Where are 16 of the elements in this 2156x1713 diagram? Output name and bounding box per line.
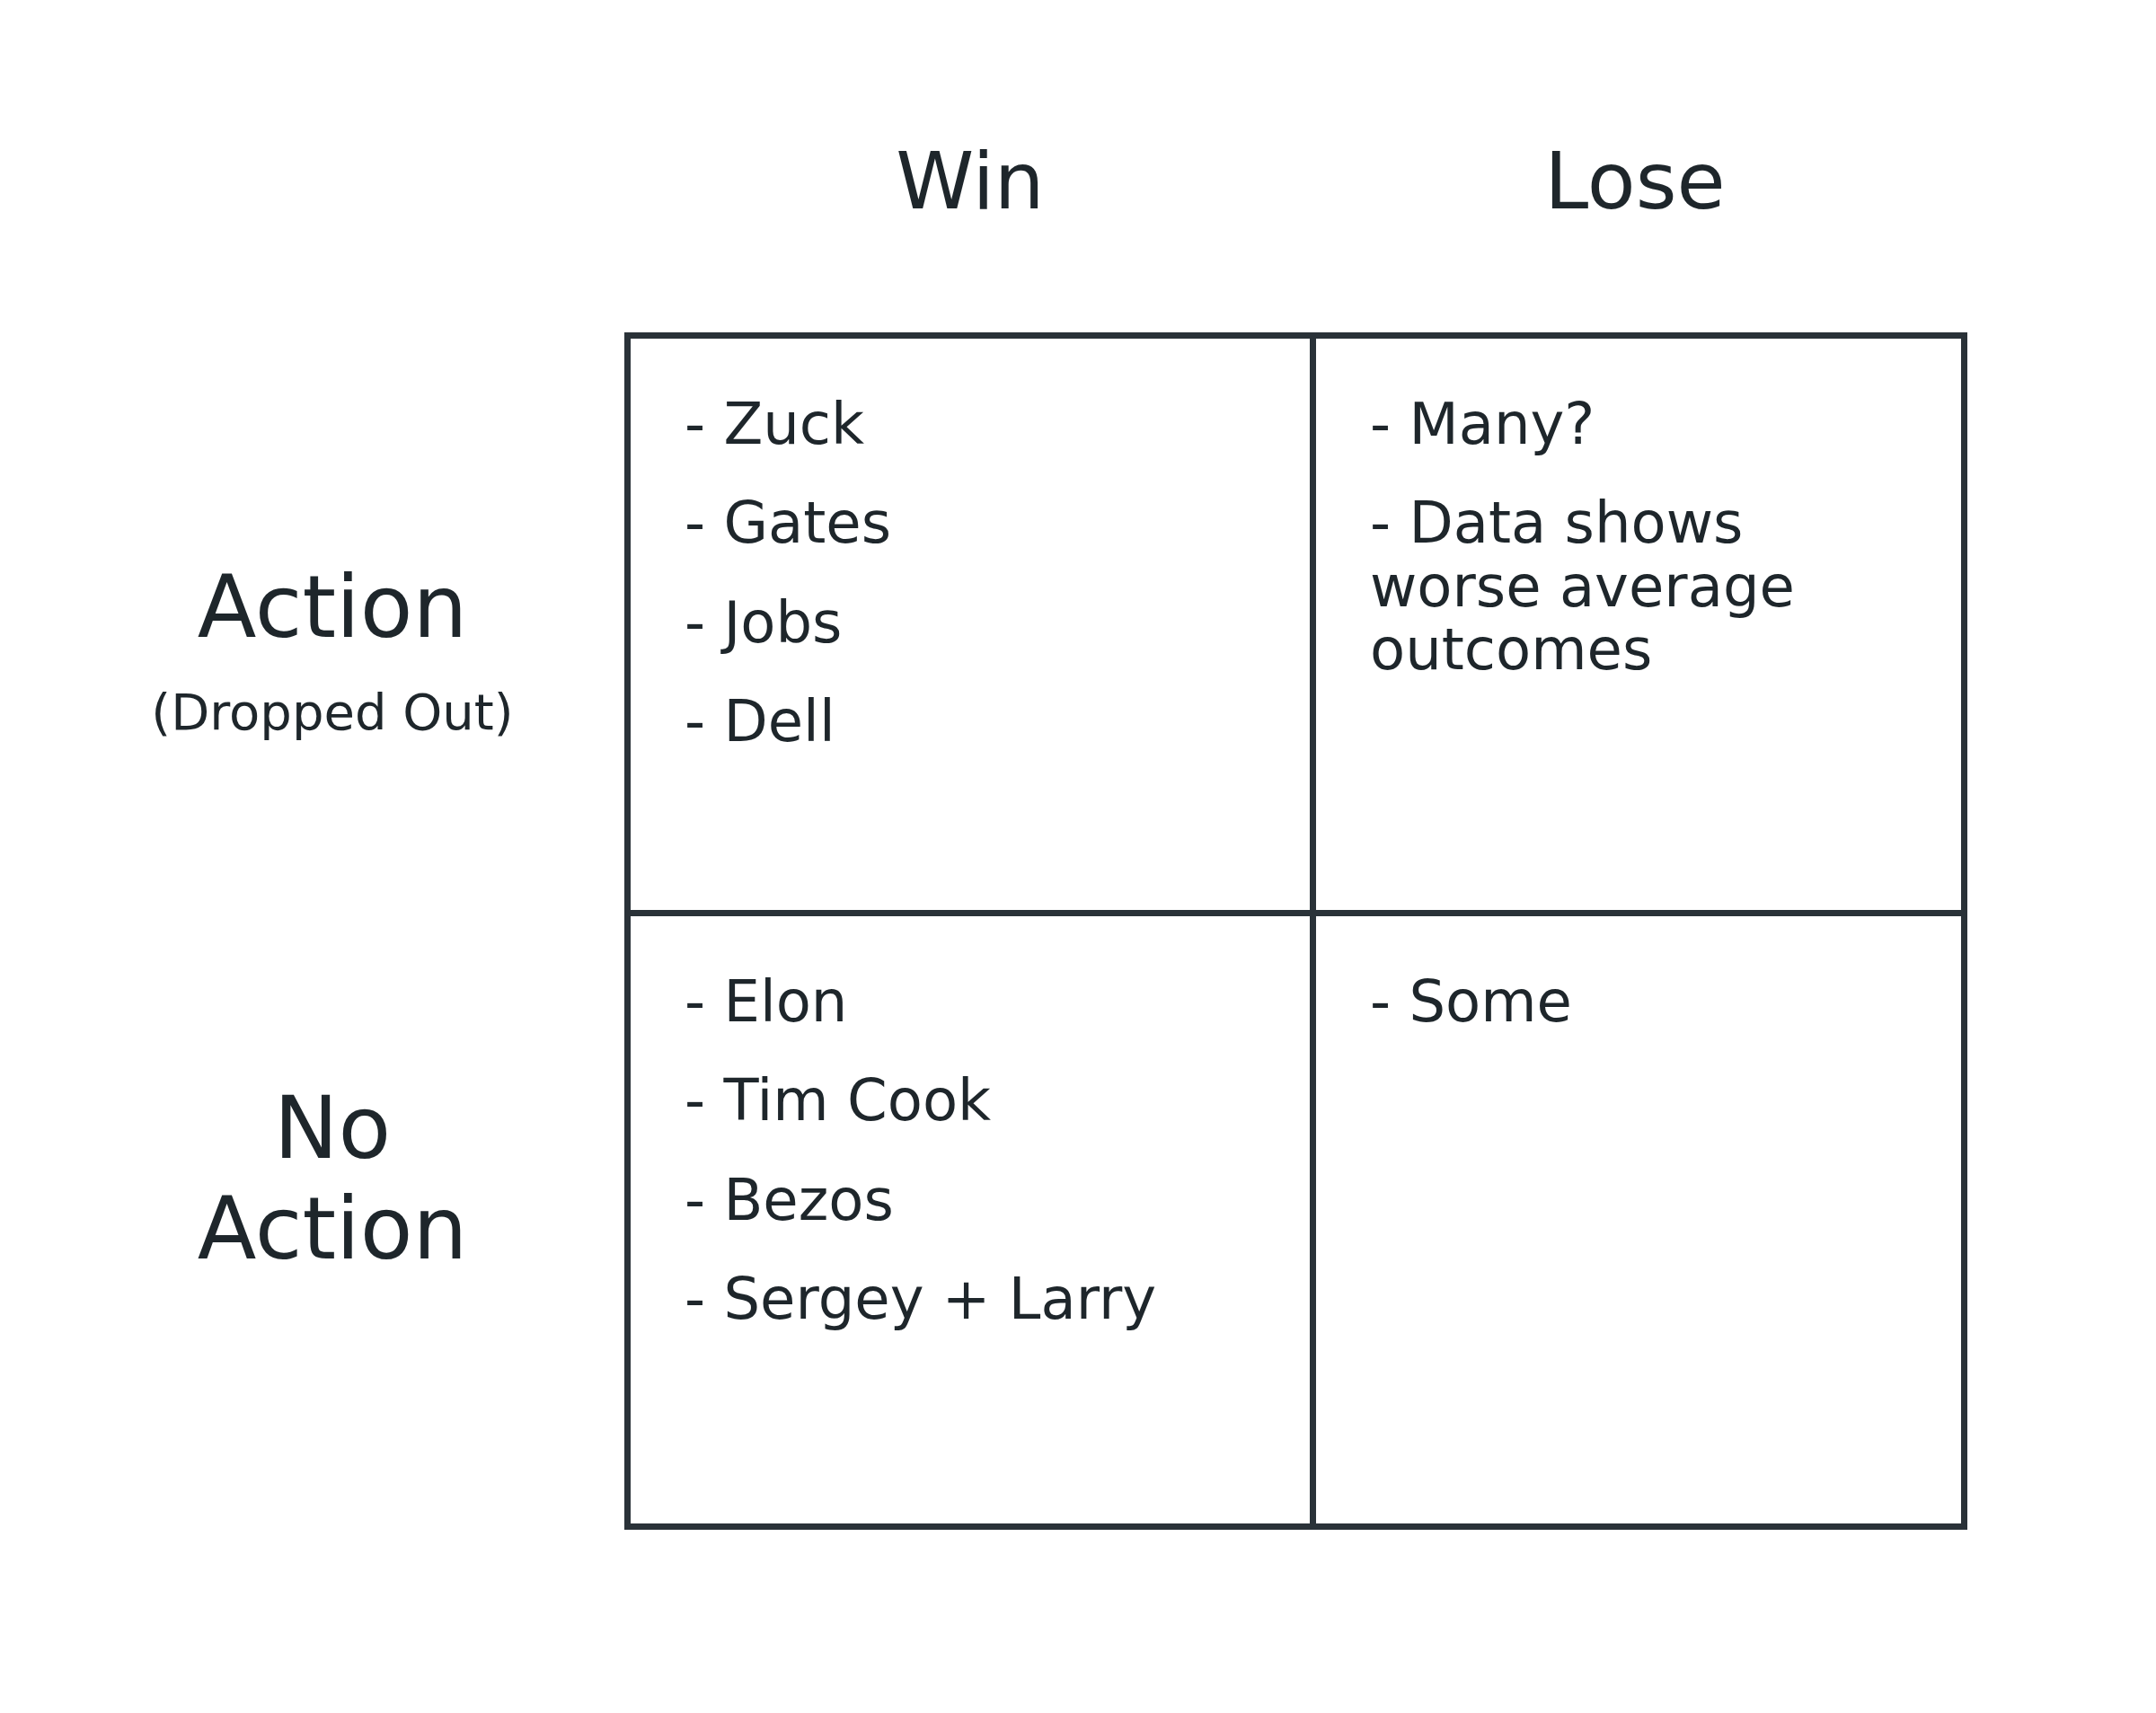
column-header: Win — [895, 135, 1046, 227]
list-item: - Some — [1370, 970, 1573, 1034]
list-item: - Many? — [1370, 393, 1596, 456]
list-item: - Zuck — [685, 393, 866, 456]
column-header: Lose — [1543, 135, 1727, 227]
row-header-note: (Dropped Out) — [150, 683, 515, 741]
list-item: - Tim Cook — [685, 1069, 993, 1133]
list-item: - Gates — [685, 491, 893, 555]
list-item: - Bezos — [685, 1168, 895, 1232]
list-item: - Elon — [685, 970, 849, 1034]
list-item: - Dell — [685, 690, 836, 754]
row-header: Action — [196, 557, 469, 658]
list-item: - Jobs — [685, 590, 844, 655]
row-header: No Action — [196, 1078, 469, 1279]
list-item: - Data shows worse average outcomes — [1370, 491, 1796, 682]
list-item: - Sergey + Larry — [685, 1267, 1158, 1331]
